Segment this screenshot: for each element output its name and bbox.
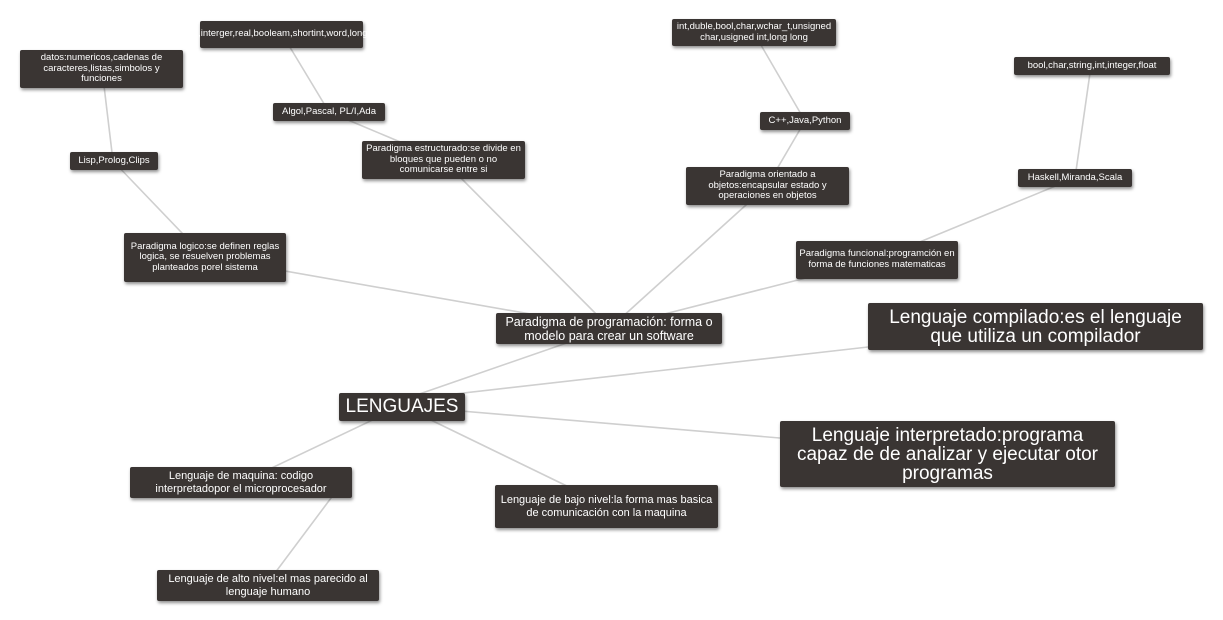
node-paradigma-estructurado[interactable]: Paradigma estructurado:se divide en bloq… xyxy=(362,141,525,179)
node-paradigma-objetos[interactable]: Paradigma orientado a objetos:encapsular… xyxy=(686,167,849,205)
node-paradigma-logico[interactable]: Paradigma logico:se definen reglas logic… xyxy=(124,233,286,282)
node-lenguaje-compilado[interactable]: Lenguaje compilado:es el lenguaje que ut… xyxy=(868,303,1203,350)
node-tipos-funcional[interactable]: bool,char,string,int,integer,float xyxy=(1014,57,1170,75)
node-paradigma-programacion[interactable]: Paradigma de programación: forma o model… xyxy=(496,313,722,344)
node-datos-numericos[interactable]: datos:numericos,cadenas de caracteres,li… xyxy=(20,50,183,88)
connector-cpp-tipos xyxy=(753,32,806,122)
connector-haskell-tipos xyxy=(1074,65,1092,179)
node-cpp-java-python[interactable]: C++,Java,Python xyxy=(760,112,850,130)
node-lenguaje-alto-nivel[interactable]: Lenguaje de alto nivel:el mas parecido a… xyxy=(157,570,379,601)
node-lenguaje-bajo-nivel[interactable]: Lenguaje de bajo nivel:la forma mas basi… xyxy=(495,485,718,528)
node-lenguaje-interpretado[interactable]: Lenguaje interpretado:programa capaz de … xyxy=(780,421,1115,487)
node-lisp-prolog-clips[interactable]: Lisp,Prolog,Clips xyxy=(70,152,158,170)
connector-maquina-alto-nivel xyxy=(265,485,341,586)
connector-paradigma-estructurado xyxy=(442,159,611,329)
node-tipos-estructurado[interactable]: char,byte,interger,real,booleam,shortint… xyxy=(160,21,403,48)
node-tipos-objetos[interactable]: int,duble,bool,char,wchar_t,unsigned cha… xyxy=(672,19,836,46)
node-algol-pascal[interactable]: Algol,Pascal, PL/I,Ada xyxy=(273,103,385,121)
node-lenguaje-maquina[interactable]: Lenguaje de maquina: codigo interpretado… xyxy=(130,467,352,498)
node-haskell-miranda-scala[interactable]: Haskell,Miranda,Scala xyxy=(1018,169,1132,187)
node-paradigma-funcional[interactable]: Paradigma funcional:programción en forma… xyxy=(796,241,958,279)
root-node-lenguajes[interactable]: LENGUAJES xyxy=(339,393,465,421)
connector-paradigma-objetos xyxy=(609,185,768,329)
